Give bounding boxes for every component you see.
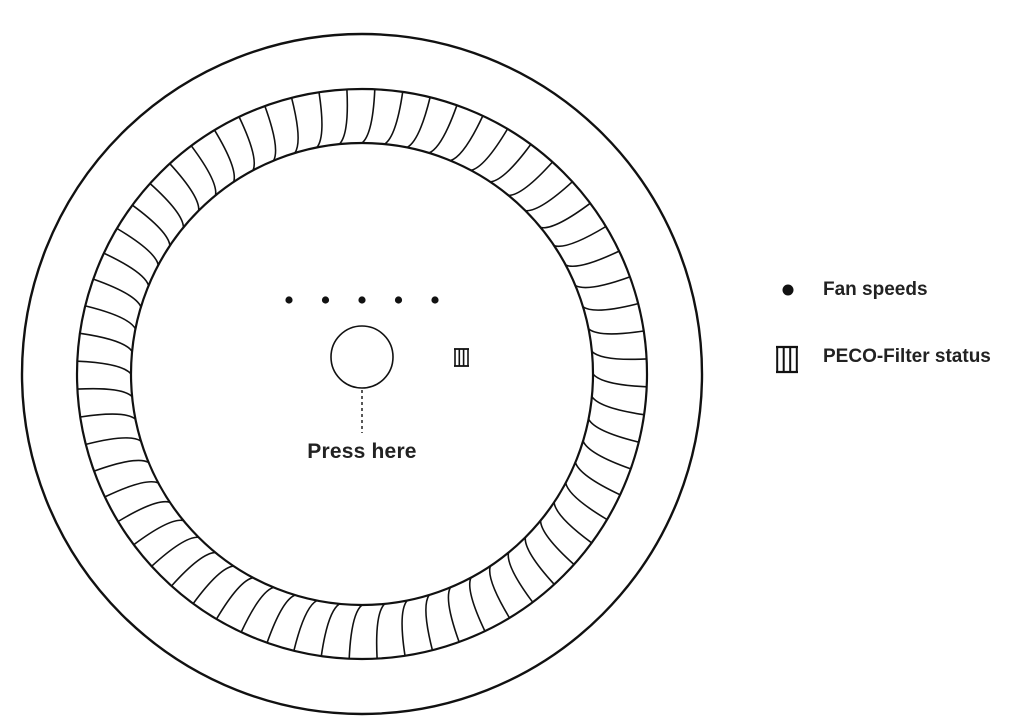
vent-slat: [133, 519, 184, 546]
dot-icon: [782, 284, 794, 296]
vent-slat: [490, 143, 532, 183]
vent-slat: [565, 250, 620, 268]
vent-slat: [264, 105, 277, 161]
vent-slat: [450, 115, 484, 162]
vent-slat: [488, 565, 511, 619]
vent-slat: [151, 536, 199, 567]
vent-slat: [587, 418, 639, 443]
vent-slat: [574, 462, 621, 496]
vent-slat: [507, 552, 534, 603]
filter-status-icon: [454, 348, 469, 367]
vent-grille: [77, 89, 647, 659]
vent-slat: [470, 128, 509, 172]
vent-slat: [468, 577, 486, 632]
vent-slat: [525, 181, 573, 212]
vent-slat: [169, 163, 200, 211]
vent-slat: [190, 145, 217, 196]
vent-slat: [406, 97, 431, 149]
fan-speed-dot: [358, 296, 366, 304]
vent-slat: [384, 91, 404, 145]
vent-slat: [131, 204, 171, 246]
vent-slat: [77, 387, 133, 398]
fan-speed-dot: [394, 296, 403, 304]
vent-slat: [582, 440, 631, 470]
vent-slat: [348, 604, 363, 659]
vent-slat: [591, 396, 645, 416]
vent-slat: [77, 360, 132, 375]
vent-slat: [428, 105, 458, 154]
vent-slat: [85, 437, 142, 446]
vent-slat: [375, 603, 386, 659]
vent-slat: [213, 129, 236, 183]
power-button[interactable]: [330, 325, 394, 389]
filter-icon: [776, 345, 798, 374]
vent-slat: [338, 89, 349, 145]
vent-slat: [117, 500, 171, 523]
legend-label-filter-status: PECO-Filter status: [823, 346, 991, 367]
vent-slat: [290, 97, 299, 154]
vent-slat: [104, 480, 159, 498]
vent-slat: [320, 603, 340, 657]
vent-slat: [564, 482, 608, 521]
vent-slat: [79, 332, 133, 352]
vent-slat: [540, 202, 591, 229]
vent-slat: [553, 502, 593, 544]
vent-slat: [93, 278, 142, 308]
vent-slat: [238, 116, 256, 171]
vent-slat: [591, 350, 647, 361]
vent-slat: [553, 225, 607, 248]
vent-slat: [293, 599, 318, 651]
vent-slat: [85, 305, 137, 330]
fan-speed-dot: [321, 296, 330, 304]
fan-speed-dot: [285, 296, 293, 304]
vent-slat: [575, 276, 631, 289]
press-here-label: Press here: [307, 440, 417, 463]
vent-slat: [361, 89, 376, 144]
vent-slat: [582, 302, 639, 311]
vent-slat: [447, 587, 460, 643]
vent-slat: [592, 373, 647, 388]
vent-slat: [149, 182, 185, 228]
vent-slat: [508, 161, 554, 197]
vent-slat: [170, 551, 216, 587]
vent-slat: [266, 594, 296, 643]
vent-slat: [240, 586, 274, 633]
vent-slat: [103, 252, 150, 286]
outer-ring: [20, 32, 704, 716]
vent-slat: [425, 594, 434, 651]
legend-label-fan-speeds: Fan speeds: [823, 279, 928, 300]
vent-slat: [401, 600, 408, 656]
fan-speed-dot: [431, 296, 439, 304]
vent-slat: [588, 328, 644, 335]
vent-slat: [524, 537, 555, 585]
vent-slat: [192, 565, 234, 605]
vent-ring-outer: [75, 87, 649, 661]
vent-slat: [539, 520, 575, 566]
vent-slat: [116, 227, 160, 266]
fan-speed-dots: [285, 296, 439, 304]
vent-slat: [80, 413, 136, 420]
vent-slat: [316, 92, 323, 148]
vent-slat: [93, 459, 149, 472]
vent-slat: [215, 576, 254, 620]
